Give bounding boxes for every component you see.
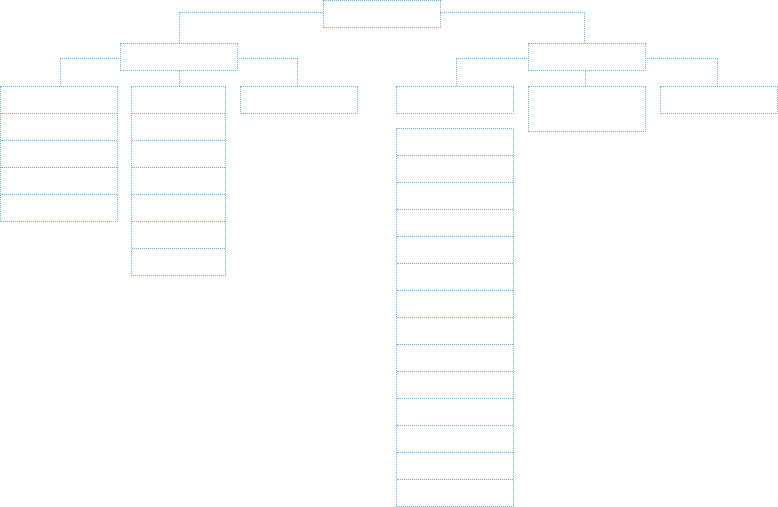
stack-cell bbox=[397, 129, 513, 156]
stack-cell bbox=[397, 156, 513, 183]
connector-right-a bbox=[456, 58, 529, 59]
connector-root-left-drop bbox=[179, 12, 180, 43]
stack-cell bbox=[397, 453, 513, 480]
stack-cell bbox=[132, 195, 225, 222]
connector-right-b-drop bbox=[585, 70, 586, 86]
stack-cell bbox=[1, 114, 117, 141]
stack-cell bbox=[132, 114, 225, 141]
connector-root-right-drop bbox=[584, 12, 585, 43]
connector-left-c bbox=[237, 58, 298, 59]
right-child-c-node bbox=[660, 86, 778, 114]
right-child-a-stack bbox=[396, 128, 514, 507]
stack-cell bbox=[1, 195, 117, 222]
left-branch-node bbox=[120, 43, 238, 71]
connector-root-right bbox=[440, 12, 585, 13]
left-child-a-stack bbox=[0, 86, 118, 222]
stack-cell bbox=[132, 222, 225, 249]
stack-cell bbox=[1, 168, 117, 195]
stack-cell bbox=[132, 87, 225, 114]
right-branch-node bbox=[528, 43, 646, 71]
left-child-c-node bbox=[240, 86, 358, 114]
stack-cell bbox=[397, 237, 513, 264]
stack-cell bbox=[397, 426, 513, 453]
stack-cell bbox=[132, 249, 225, 276]
connector-right-c bbox=[645, 58, 718, 59]
stack-cell bbox=[397, 372, 513, 399]
stack-cell bbox=[397, 264, 513, 291]
stack-cell bbox=[397, 345, 513, 372]
connector-right-a-drop bbox=[456, 58, 457, 86]
stack-cell bbox=[1, 87, 117, 114]
stack-cell bbox=[397, 210, 513, 237]
right-child-b-node bbox=[528, 86, 646, 132]
connector-left-b-drop bbox=[179, 70, 180, 86]
stack-cell bbox=[397, 399, 513, 426]
connector-left-a-drop bbox=[60, 58, 61, 86]
stack-cell bbox=[397, 318, 513, 345]
stack-cell bbox=[1, 141, 117, 168]
stack-cell bbox=[397, 183, 513, 210]
root-node bbox=[323, 0, 441, 28]
connector-left-c-drop bbox=[297, 58, 298, 86]
connector-left-a bbox=[60, 58, 121, 59]
left-child-b-stack bbox=[131, 86, 226, 276]
stack-cell bbox=[132, 168, 225, 195]
stack-cell bbox=[397, 480, 513, 507]
stack-cell bbox=[397, 291, 513, 318]
connector-root-left bbox=[179, 12, 323, 13]
right-child-a-node bbox=[396, 86, 514, 114]
stack-cell bbox=[132, 141, 225, 168]
connector-right-c-drop bbox=[717, 58, 718, 86]
